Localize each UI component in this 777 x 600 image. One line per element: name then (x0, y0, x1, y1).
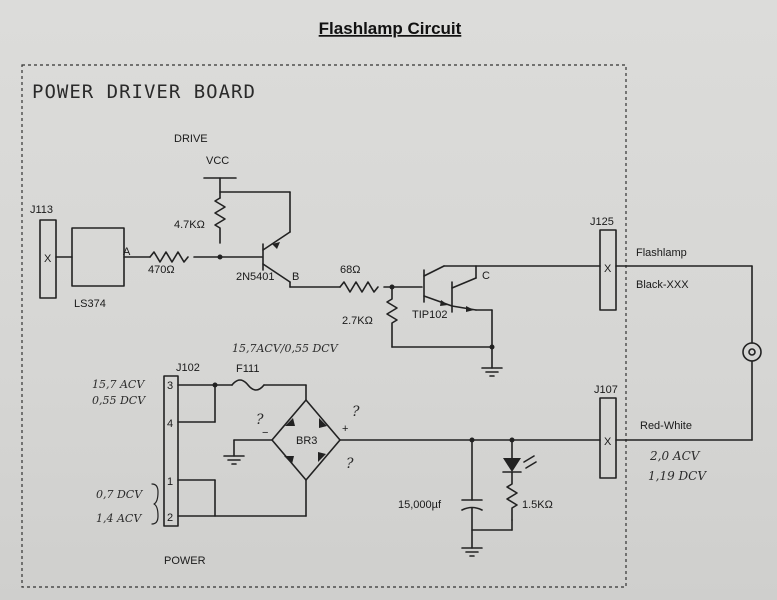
junction-dot (489, 344, 495, 350)
page-title: Flashlamp Circuit (319, 19, 462, 38)
fuse-label: F111 (236, 363, 259, 375)
q2-c1 (423, 265, 445, 277)
pin3-ac-note: 15,7 ACV (92, 378, 145, 391)
power-label: POWER (164, 555, 206, 567)
q1-emitter (262, 231, 291, 251)
flashlamp-symbol (742, 342, 762, 362)
led-symbol (503, 458, 521, 472)
capacitor-label: 15,000µf (398, 499, 442, 511)
bridge-diode (284, 456, 294, 464)
q1-collector (262, 263, 291, 283)
q2-c2 (451, 277, 477, 289)
question-mark: ? (346, 456, 354, 472)
board-boundary (21, 64, 627, 588)
resistor-2k7 (386, 286, 398, 348)
r1k5-label: 1.5KΩ (522, 499, 553, 511)
j107-pin-x: X (604, 436, 612, 448)
j113-label: J113 (30, 204, 53, 216)
pin12-dc-note: 0,7 DCV (96, 488, 143, 501)
led-ray (525, 461, 537, 469)
question-mark: ? (352, 404, 360, 420)
q2-arrow-2 (466, 306, 474, 312)
node-b-label: B (292, 271, 299, 283)
j125-connector (599, 229, 617, 311)
pin3-label: 3 (167, 380, 173, 392)
fuse-f111 (231, 379, 265, 391)
r4k7-label: 4.7KΩ (174, 219, 205, 231)
flashlamp-label: Flashlamp (636, 247, 687, 259)
led-ray (523, 455, 535, 463)
vcc-label: VCC (206, 155, 229, 167)
junction-dot (217, 254, 223, 260)
j125-label: J125 (590, 216, 614, 228)
pin12-ac-note: 1,4 ACV (96, 512, 142, 525)
lamp-ac-note: 2,0 ACV (649, 449, 701, 463)
q1-arrow (272, 242, 280, 249)
question-mark: ? (256, 412, 264, 428)
flashlamp-symbol-inner (748, 348, 756, 356)
q2-label: TIP102 (412, 309, 447, 321)
ls374-ic (71, 227, 125, 287)
drive-label: DRIVE (174, 133, 208, 145)
bridge-minus: − (262, 427, 268, 439)
lamp-dc-note: 1,19 DCV (648, 469, 707, 483)
board-label: POWER DRIVER BOARD (32, 81, 256, 103)
pin4-label: 4 (167, 418, 173, 430)
r470-label: 470Ω (148, 264, 175, 276)
j107-label: J107 (594, 384, 618, 396)
node-a-label: A (123, 246, 131, 258)
q1-label: 2N5401 (236, 271, 275, 283)
resistor-68 (339, 281, 379, 293)
j102-connector (163, 375, 179, 527)
j102-label: J102 (176, 362, 200, 374)
bridge-plus: + (342, 423, 348, 435)
brace (151, 483, 159, 525)
q2-e1 (423, 295, 453, 307)
r68-label: 68Ω (340, 264, 360, 276)
j113-connector (39, 219, 57, 299)
bridge-label: BR3 (296, 435, 317, 447)
pin2-label: 2 (167, 512, 173, 524)
node-c-label: C (482, 270, 490, 282)
ls374-label: LS374 (74, 298, 106, 310)
resistor-470 (149, 251, 189, 263)
bridge-diode (319, 418, 327, 428)
red-white-label: Red-White (640, 420, 692, 432)
pin3-dc-note: 0,55 DCV (92, 394, 146, 407)
resistor-1k5 (506, 471, 518, 521)
bridge-diode (285, 418, 295, 426)
bridge-diode (318, 452, 326, 462)
fuse-note: 15,7ACV/0,55 DCV (232, 342, 339, 355)
j107-connector (599, 397, 617, 479)
junction-dot (212, 382, 218, 388)
q2-arrow-1 (440, 300, 448, 306)
pin1-label: 1 (167, 476, 173, 488)
j125-pin-x: X (604, 263, 612, 275)
black-xxx-label: Black-XXX (636, 279, 689, 291)
r2k7-label: 2.7KΩ (342, 315, 373, 327)
resistor-4k7 (214, 197, 226, 244)
j113-pin-x: X (44, 253, 52, 265)
